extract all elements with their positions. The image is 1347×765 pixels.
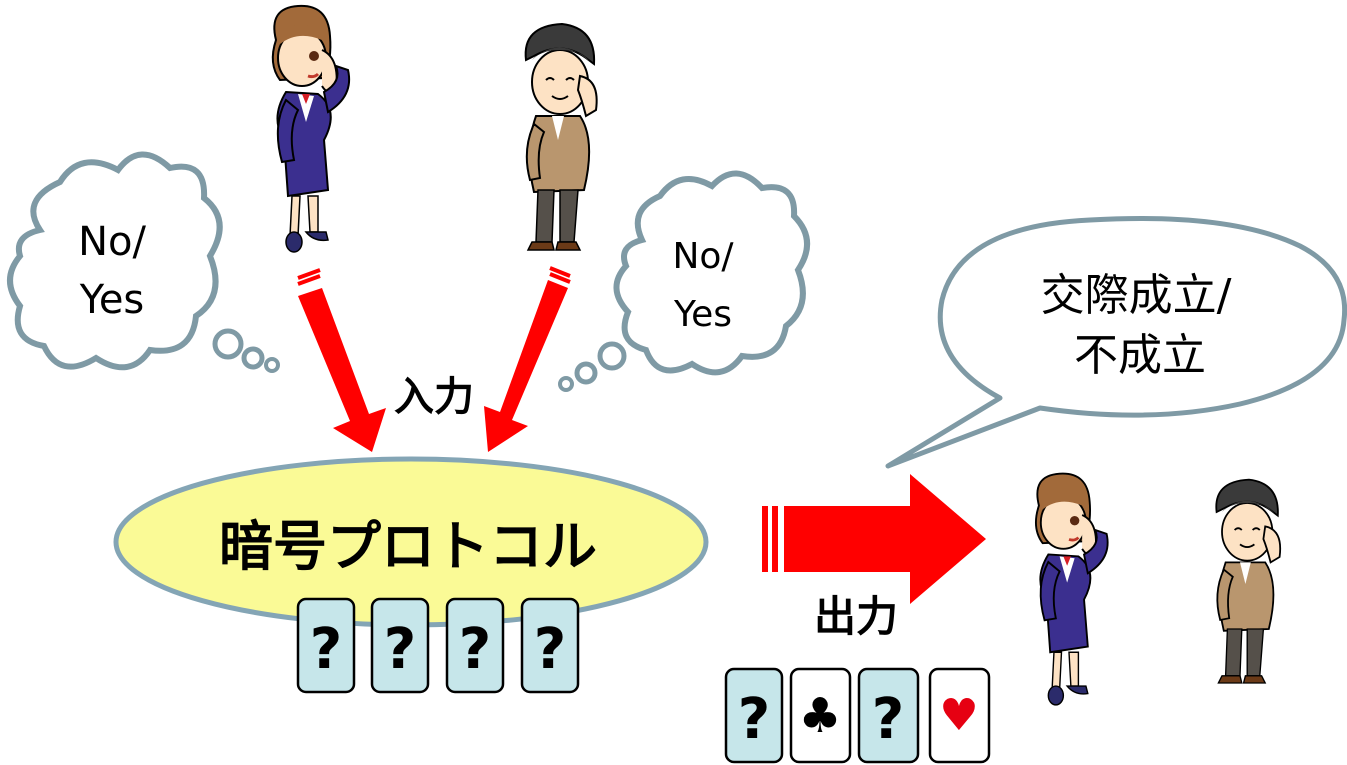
output-card-club: ♣	[789, 667, 852, 764]
output-card-symbol: ?	[738, 687, 770, 752]
output-card-row: ? ♣ ? ♥	[724, 667, 991, 764]
output-card-heart: ♥	[928, 667, 991, 764]
speech-line1: 交際成立/	[1041, 270, 1232, 321]
protocol-ellipse: 暗号プロトコル	[113, 456, 709, 628]
output-card-symbol: ?	[872, 687, 904, 752]
thought-cloud-right: No/ Yes	[558, 170, 811, 392]
hidden-card-symbol: ?	[310, 617, 342, 682]
thought-right-line1: No/	[672, 236, 734, 277]
speech-bubble: 交際成立/ 不成立	[885, 215, 1347, 469]
hidden-card: ?	[520, 597, 580, 694]
output-arrow	[762, 474, 986, 604]
hidden-card-row: ? ? ? ?	[296, 597, 580, 694]
speech-line2: 不成立	[1074, 330, 1206, 381]
hidden-card-symbol: ?	[384, 617, 416, 682]
thought-left-line2: Yes	[79, 277, 145, 323]
thought-right-line2: Yes	[673, 294, 732, 335]
thought-left-line1: No/	[78, 219, 146, 265]
woman-figure-bottom	[1034, 472, 1109, 706]
output-card-hidden: ?	[724, 667, 784, 764]
thought-cloud-left: No/ Yes	[7, 151, 280, 373]
protocol-label: 暗号プロトコル	[219, 515, 597, 578]
input-label: 入力	[394, 374, 474, 420]
club-icon: ♣	[798, 688, 841, 744]
hidden-card-symbol: ?	[459, 617, 491, 682]
input-arrow-left	[297, 268, 386, 452]
hidden-card: ?	[370, 597, 430, 694]
man-figure-bottom	[1215, 478, 1282, 684]
output-card-hidden: ?	[857, 667, 920, 764]
man-figure-top	[524, 22, 598, 251]
woman-figure-top	[271, 4, 350, 253]
output-label: 出力	[814, 592, 898, 641]
input-arrow-right	[484, 266, 571, 452]
heart-icon: ♥	[939, 690, 978, 741]
hidden-card: ?	[296, 597, 356, 694]
hidden-card-symbol: ?	[534, 617, 566, 682]
hidden-card: ?	[445, 597, 505, 694]
